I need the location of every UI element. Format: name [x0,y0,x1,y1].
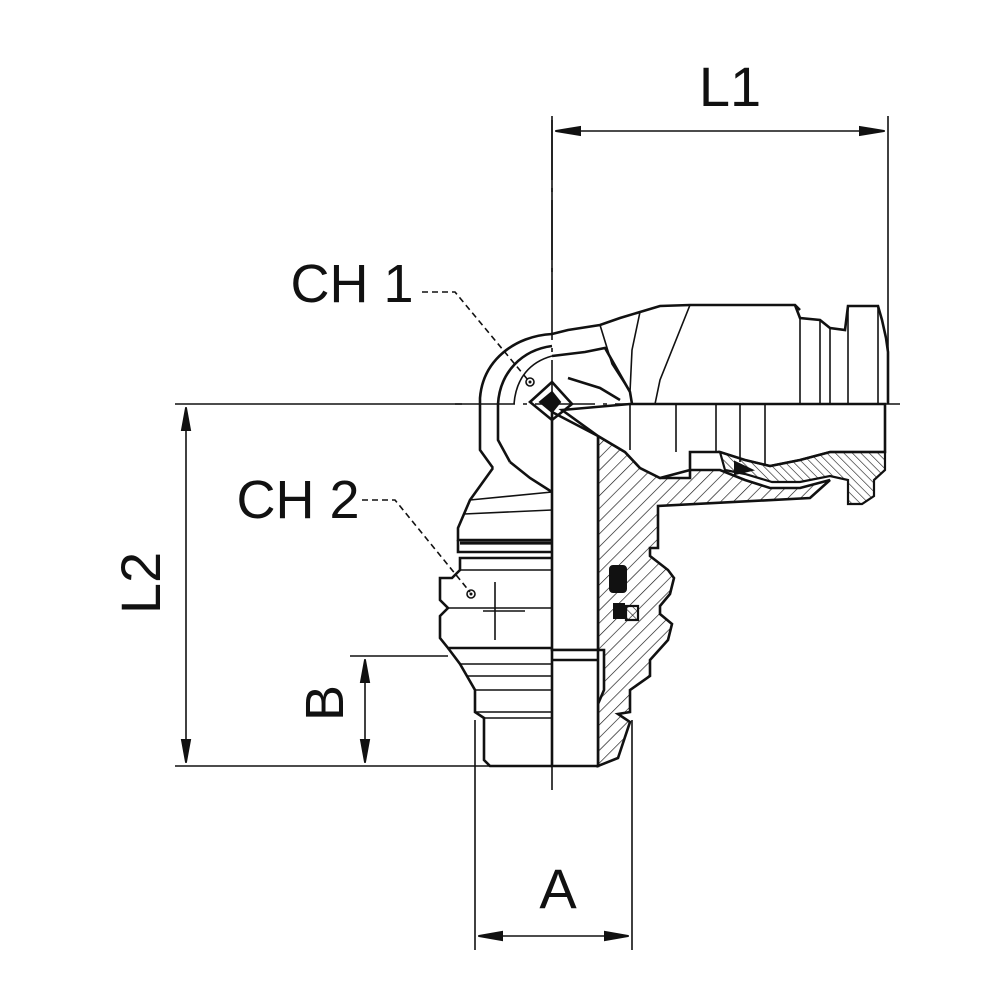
label-ch2: CH 2 [236,470,359,530]
leader-ch1 [422,291,535,387]
leader-ch2 [362,499,476,599]
fitting-cross-section [528,380,887,768]
fitting-elbow-head [551,303,890,405]
label-l1: L1 [699,55,761,118]
label-l2: L2 [109,552,172,614]
fitting-exterior-left [438,332,553,768]
dimension-b [350,655,448,763]
label-b: B [295,685,355,721]
dimension-l1 [551,116,889,352]
label-a: A [539,857,577,920]
label-ch1: CH 1 [290,254,413,314]
dimension-l2 [175,403,490,767]
dimension-a [474,720,633,950]
